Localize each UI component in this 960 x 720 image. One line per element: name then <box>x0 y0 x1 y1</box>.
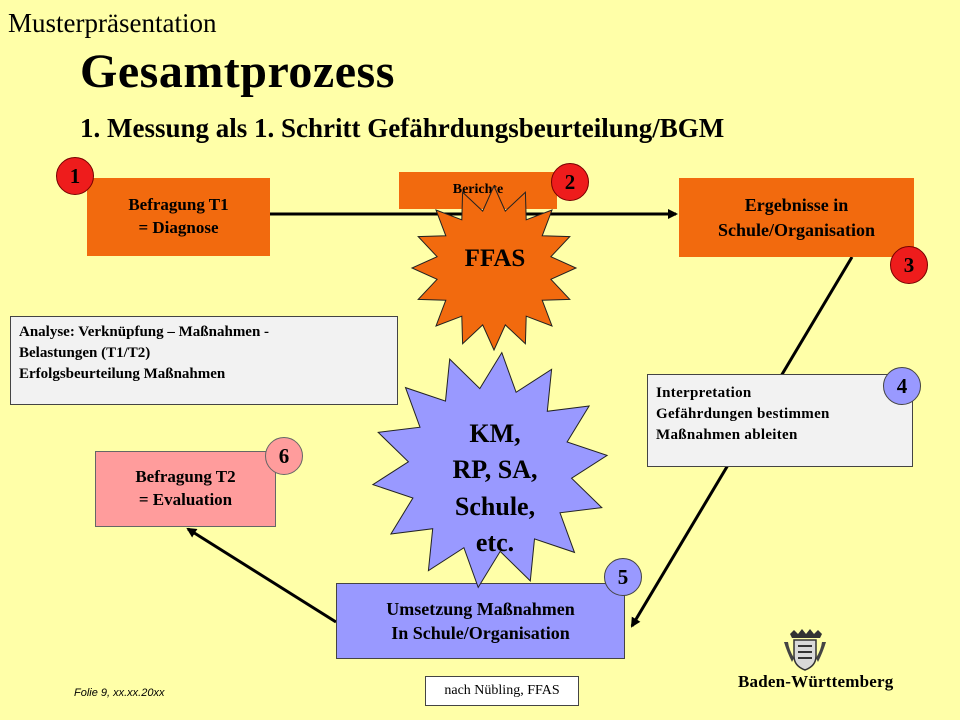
star-ffas <box>410 184 578 352</box>
note-analyse: Analyse: Verknüpfung – Maßnahmen - Belas… <box>10 316 398 405</box>
step-3-badge: 3 <box>890 246 928 284</box>
box-befragung-t1-line2: = Diagnose <box>138 218 219 237</box>
note-interpretation-line2: Gefährdungen bestimmen <box>656 406 830 422</box>
star-actors-line3: Schule, <box>454 491 536 521</box>
box-umsetzung-line2: In Schule/Organisation <box>391 623 570 643</box>
box-umsetzung: Umsetzung Maßnahmen In Schule/Organisati… <box>336 583 625 659</box>
star-actors <box>371 351 609 589</box>
slide-subtitle: 1. Messung als 1. Schritt Gefährdungsbeu… <box>80 113 725 143</box>
note-analyse-line2: Belastungen (T1/T2) <box>19 345 151 361</box>
note-analyse-line1: Analyse: Verknüpfung – Maßnahmen - <box>19 324 270 340</box>
step-2-badge: 2 <box>551 163 589 201</box>
note-interpretation: Interpretation Gefährdungen bestimmen Ma… <box>647 374 913 467</box>
box-ergebnisse: Ergebnisse in Schule/Organisation <box>679 178 914 257</box>
box-umsetzung-line1: Umsetzung Maßnahmen <box>386 598 575 619</box>
note-interpretation-line1: Interpretation <box>656 385 752 401</box>
star-actors-line1: KM, <box>469 419 521 448</box>
star-actors-line2: RP, SA, <box>452 455 538 485</box>
baden-wuerttemberg-coat-of-arms-icon <box>784 629 826 671</box>
box-ergebnisse-line2: Schule/Organisation <box>717 219 876 240</box>
state-name: Baden-Württemberg <box>738 672 894 691</box>
footer-source: nach Nübling, FFAS <box>425 676 579 706</box>
box-befragung-t2: Befragung T2 = Evaluation <box>95 451 276 527</box>
footer-slide-info: Folie 9, xx.xx.20xx <box>74 687 165 699</box>
note-analyse-line3: Erfolgsbeurteilung Maßnahmen <box>19 366 226 382</box>
step-1-badge: 1 <box>56 157 94 195</box>
arrow-umsetzung-to-t2 <box>186 527 337 624</box>
box-befragung-t2-line2: = Evaluation <box>138 490 233 509</box>
presentation-label: Musterpräsentation <box>8 8 217 38</box>
star-ffas-label: FFAS <box>464 245 526 272</box>
box-ergebnisse-line1: Ergebnisse in <box>744 195 849 216</box>
step-4-badge: 4 <box>883 367 921 405</box>
slide-title: Gesamtprozess <box>80 45 395 98</box>
step-5-badge: 5 <box>604 558 642 596</box>
star-actors-line4: etc. <box>475 528 515 558</box>
note-interpretation-line3: Maßnahmen ableiten <box>656 427 798 443</box>
box-befragung-t1: Befragung T1 = Diagnose <box>87 178 270 256</box>
box-befragung-t2-line1: Befragung T2 <box>135 467 236 487</box>
star-actors-label: KM, RP, SA, Schule, etc. <box>420 416 570 562</box>
step-6-badge: 6 <box>265 437 303 475</box>
box-befragung-t1-line1: Befragung T1 <box>128 195 229 215</box>
